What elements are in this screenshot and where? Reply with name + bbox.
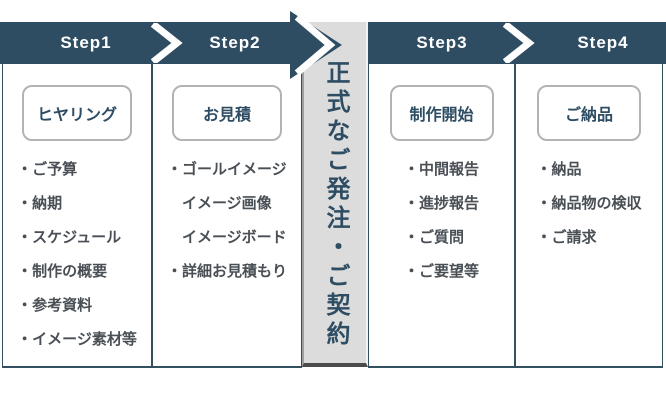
bullet: ・ (403, 195, 419, 212)
step4-column: ご納品 ・納品 ・納品物の検収 ・ご請求 (515, 64, 663, 368)
step2-box: お見積 (172, 85, 282, 141)
bullet: ・ (536, 195, 552, 212)
list-item-text: 参考資料 (32, 297, 93, 314)
bullet: ・ (17, 331, 33, 348)
chevron-right-icon (290, 11, 342, 79)
list-item-text: 中間報告 (418, 161, 479, 178)
list-item: ・ご質問 (404, 221, 479, 255)
bullet: ・ (17, 195, 33, 212)
list-item: ・納品物の検収 (536, 187, 641, 221)
step3-label: Step3 (416, 33, 468, 52)
step1-box: ヒヤリング (22, 85, 132, 141)
bullet: ・ (17, 263, 33, 280)
list-item-text: ご要望等 (418, 263, 479, 280)
bullet: ・ (166, 161, 182, 178)
list-item: ・参考資料 (17, 289, 137, 323)
bullet: ・ (403, 161, 419, 178)
step1-column: ヒヤリング ・ご予算 ・納期 ・スケジュール ・制作の概要 ・参考資料 ・イメー… (2, 64, 152, 368)
list-item-text: 進捗報告 (418, 195, 479, 212)
list-item-text: スケジュール (32, 229, 122, 246)
contract-banner: 正式なご発注・ご契約 (302, 22, 368, 367)
bullet: ・ (536, 229, 552, 246)
list-item-text: 納品物の検収 (551, 195, 642, 212)
list-item: イメージ画像 (167, 187, 287, 221)
list-item-text: 制作の概要 (32, 263, 108, 280)
list-item: ・ご予算 (17, 153, 137, 187)
step4-item-list: ・納品 ・納品物の検収 ・ご請求 (536, 153, 641, 255)
contract-banner-text: 正式なご発注・ご契約 (322, 60, 349, 350)
step3-column: 制作開始 ・中間報告 ・進捗報告 ・ご質問 ・ご要望等 (368, 64, 515, 368)
step4-box: ご納品 (537, 85, 641, 141)
list-item-text: ご請求 (551, 229, 597, 246)
chevron-right-icon (502, 23, 535, 63)
list-item: ・納品 (536, 153, 641, 187)
list-item: ・納期 (17, 187, 137, 221)
list-item-text: ご予算 (32, 161, 78, 178)
step3-item-list: ・中間報告 ・進捗報告 ・ご質問 ・ご要望等 (404, 153, 479, 289)
step3-box: 制作開始 (389, 85, 494, 141)
step4-label: Step4 (577, 33, 629, 52)
bullet: ・ (17, 229, 33, 246)
bullet: ・ (17, 297, 33, 314)
step1-label: Step1 (60, 33, 112, 52)
bullet: ・ (17, 161, 33, 178)
list-item: ・ご請求 (536, 221, 641, 255)
list-item: ・中間報告 (404, 153, 479, 187)
step1-item-list: ・ご予算 ・納期 ・スケジュール ・制作の概要 ・参考資料 ・イメージ素材等 (17, 153, 137, 357)
bullet (167, 187, 182, 221)
list-item: ・詳細お見積もり (167, 255, 287, 289)
bullet: ・ (403, 229, 419, 246)
step2-column: お見積 ・ゴールイメージ イメージ画像 イメージボード ・詳細お見積もり (152, 64, 302, 368)
list-item-text: 納期 (32, 195, 63, 212)
list-item-text: ご質問 (418, 229, 464, 246)
list-item-text: イメージ素材等 (32, 331, 137, 348)
list-item: ・スケジュール (17, 221, 137, 255)
list-item-text: イメージ画像 (181, 195, 272, 212)
bullet: ・ (403, 263, 419, 280)
chevron-right-icon (150, 23, 183, 63)
list-item-text: 納品 (551, 161, 582, 178)
list-item: ・ご要望等 (404, 255, 479, 289)
list-item-text: ゴールイメージ (181, 161, 287, 178)
bullet (167, 221, 182, 255)
list-item-text: 詳細お見積もり (181, 263, 287, 280)
list-item: ・進捗報告 (404, 187, 479, 221)
step2-label: Step2 (209, 33, 261, 52)
list-item: イメージボード (167, 221, 287, 255)
list-item: ・制作の概要 (17, 255, 137, 289)
list-item-text: イメージボード (181, 229, 287, 246)
step2-item-list: ・ゴールイメージ イメージ画像 イメージボード ・詳細お見積もり (167, 153, 287, 289)
bullet: ・ (166, 263, 182, 280)
list-item: ・ゴールイメージ (167, 153, 287, 187)
bullet: ・ (536, 161, 552, 178)
list-item: ・イメージ素材等 (17, 323, 137, 357)
